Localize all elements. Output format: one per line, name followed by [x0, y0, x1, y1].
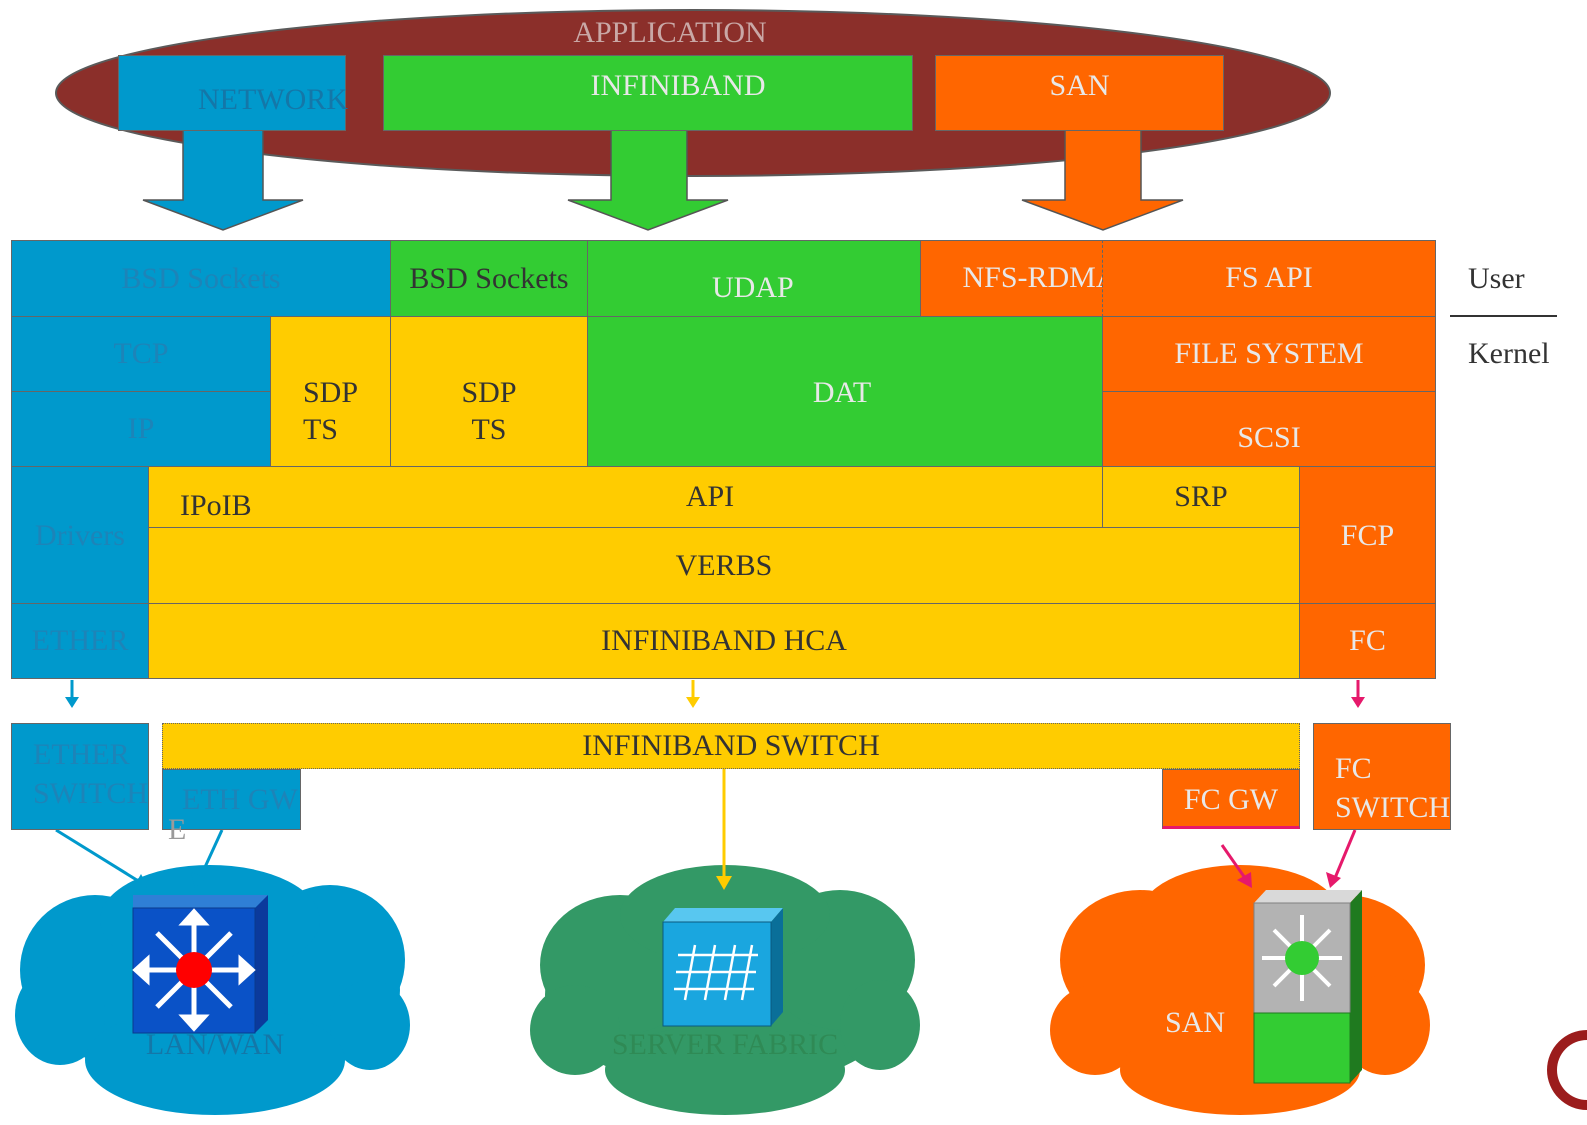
ether-switch-label-a: ETHER	[33, 738, 130, 771]
fcswitch-to-san-arrowhead	[1326, 872, 1341, 888]
emblem-fragment	[1547, 1030, 1587, 1110]
ether-to-lan-arrowhead	[133, 874, 148, 888]
san-network-label: SAN	[1164, 1006, 1225, 1039]
tcp-label: TCP	[113, 337, 169, 370]
infiniband-switch-block	[162, 723, 1300, 769]
ipoib-label: IPoIB	[180, 489, 252, 522]
dat-label: DAT	[812, 376, 872, 409]
fs-api-label: FS API	[1225, 261, 1313, 294]
fcgw-to-san-arrowhead	[1237, 872, 1252, 888]
eth-gw-label: ETH GW	[182, 783, 298, 816]
ibswitch-to-fabric-arrowhead	[716, 876, 732, 890]
fcgw-to-san-line	[1220, 844, 1247, 879]
fcp-label: FCP	[1340, 519, 1395, 552]
ip-label: IP	[127, 412, 155, 445]
eth-gw-label-tail: E	[168, 813, 187, 846]
sdp-ts-1-label-b: TS	[302, 413, 338, 446]
verbs-label: VERBS	[675, 549, 773, 582]
infiniband-label: INFINIBAND	[590, 69, 766, 102]
san-switch-icon	[1253, 890, 1362, 1084]
san-cloud	[1050, 865, 1430, 1115]
tcp-block	[11, 316, 271, 392]
infiniband-down-arrow	[567, 121, 729, 231]
network-down-arrow	[142, 127, 304, 231]
fc-switch-label-b: SWITCH	[1335, 791, 1450, 824]
san-down-arrow	[1021, 121, 1184, 231]
san-label: SAN	[1049, 69, 1110, 102]
san-box	[935, 55, 1224, 131]
dat-block	[587, 316, 1103, 467]
srp-label: SRP	[1174, 480, 1228, 513]
hca-connector-arrowhead	[686, 697, 700, 708]
sdp-ts-2-label-b: TS	[471, 413, 507, 446]
ether-connector-arrowhead	[65, 697, 79, 708]
ip-block	[11, 391, 271, 467]
infiniband-switch-label: INFINIBAND SWITCH	[582, 729, 880, 762]
nfs-rdma-label: NFS-RDMA	[962, 261, 1118, 294]
nfs-rdma-block	[920, 240, 1103, 317]
file-system-label: FILE SYSTEM	[1174, 337, 1364, 370]
fc-switch-label-a: FC	[1335, 752, 1372, 785]
kernel-label: Kernel	[1468, 337, 1550, 370]
bsd-sockets-mid-label: BSD Sockets	[409, 262, 569, 295]
application-title: APPLICATION	[573, 16, 767, 49]
drivers-label: Drivers	[35, 519, 125, 552]
scsi-label: SCSI	[1237, 421, 1301, 454]
infiniband-box	[383, 55, 913, 131]
user-label: User	[1468, 262, 1525, 295]
router-icon	[132, 895, 268, 1034]
ether-label: ETHER	[31, 624, 129, 657]
infiniband-hca-block	[148, 603, 1300, 679]
network-label: NETWORK	[198, 83, 348, 116]
sdp-ts-2-label-a: SDP	[461, 376, 517, 409]
verbs-block	[148, 527, 1300, 604]
fs-api-block	[1102, 240, 1436, 317]
ether-block	[11, 603, 149, 679]
server-fabric-label: SERVER FABRIC	[611, 1028, 839, 1061]
api-label: API	[685, 480, 735, 513]
ethgw-to-lan-line	[198, 829, 224, 879]
udapl-label: UDAP	[712, 271, 794, 304]
fc-switch-block	[1313, 723, 1451, 830]
bsd-sockets-left-label: BSD Sockets	[121, 262, 281, 295]
fabric-switch-icon	[662, 908, 783, 1027]
fc-gw-label: FC GW	[1183, 783, 1279, 816]
scsi-block	[1102, 391, 1436, 467]
ether-to-lan-line	[55, 828, 141, 884]
fc-gw-block	[1162, 769, 1300, 829]
network-box	[118, 55, 346, 131]
fc-block	[1299, 603, 1436, 679]
file-system-block	[1102, 316, 1436, 392]
fcswitch-to-san-line	[1333, 829, 1357, 879]
api-block	[148, 466, 1103, 528]
ether-switch-block	[11, 723, 149, 830]
infiniband-hca-label: INFINIBAND HCA	[601, 624, 847, 657]
ether-switch-label-b: SWITCH	[33, 777, 148, 810]
eth-gw-block	[162, 769, 301, 830]
fc-connector-arrowhead	[1351, 697, 1365, 708]
fc-label: FC	[1349, 624, 1386, 657]
ethgw-to-lan-arrowhead	[191, 872, 206, 888]
lan-wan-label: LAN/WAN	[145, 1028, 285, 1061]
sdp-ts-1-label-a: SDP	[302, 376, 359, 409]
